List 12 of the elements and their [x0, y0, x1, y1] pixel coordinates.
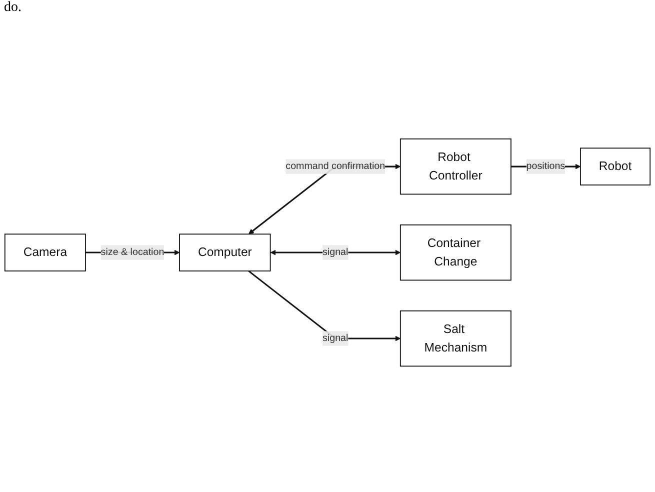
edge-label: signal [322, 333, 348, 344]
node-box: Camera [4, 234, 86, 272]
edge-label: positions [526, 161, 566, 172]
node-box: Robot Controller [400, 138, 512, 196]
edge-label: command confirmation [286, 161, 386, 172]
node-box: Robot [580, 148, 651, 186]
node-box: Container Change [400, 224, 512, 282]
node-box: Computer [179, 234, 271, 272]
edge-label: signal [322, 247, 348, 258]
node-box: Salt Mechanism [400, 310, 512, 368]
edge-label: size & location [100, 247, 164, 258]
text-fragment: do. [4, 0, 22, 16]
